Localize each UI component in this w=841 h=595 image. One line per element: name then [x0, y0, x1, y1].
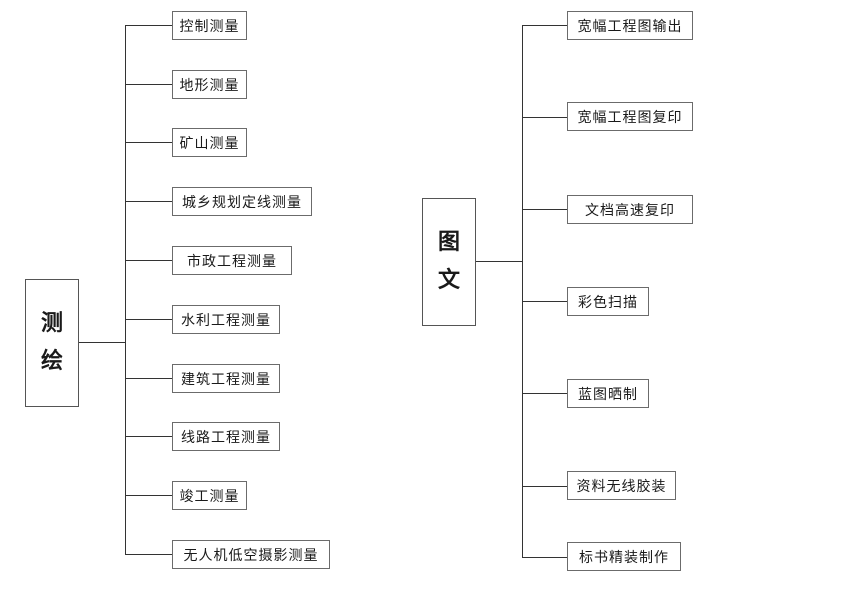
- connector-branch: [522, 301, 567, 302]
- node-label: 城乡规划定线测量: [182, 194, 302, 211]
- root-node-surveying: 测 绘: [25, 279, 79, 407]
- node-wide-format-copy: 宽幅工程图复印: [567, 102, 693, 131]
- connector-branch: [125, 319, 172, 320]
- node-binding: 资料无线胶装: [567, 471, 676, 500]
- connector-branch: [522, 486, 567, 487]
- connector-branch: [125, 201, 172, 202]
- node-label: 宽幅工程图输出: [577, 18, 683, 35]
- connector-branch: [522, 25, 567, 26]
- node-label: 彩色扫描: [578, 294, 638, 311]
- root-char-1: 图: [437, 230, 460, 255]
- connector-branch: [125, 25, 172, 26]
- node-wide-format-output: 宽幅工程图输出: [567, 11, 693, 40]
- node-color-scan: 彩色扫描: [567, 287, 649, 316]
- connector-branch: [522, 557, 567, 558]
- trunk-line: [125, 25, 126, 554]
- node-label: 建筑工程测量: [181, 371, 271, 388]
- node-mine-survey: 矿山测量: [172, 128, 247, 157]
- connector-root: [79, 342, 126, 343]
- node-label: 资料无线胶装: [576, 478, 667, 495]
- connector-branch: [125, 84, 172, 85]
- root-node-graphics: 图 文: [422, 198, 476, 326]
- node-label: 竣工测量: [179, 488, 240, 505]
- connector-branch: [125, 495, 172, 496]
- connector-branch: [125, 436, 172, 437]
- node-tender-binding: 标书精装制作: [567, 542, 681, 571]
- node-topographic-survey: 地形测量: [172, 70, 247, 99]
- connector-branch: [125, 260, 172, 261]
- node-control-survey: 控制测量: [172, 11, 247, 40]
- node-high-speed-copy: 文档高速复印: [567, 195, 693, 224]
- node-blueprint: 蓝图晒制: [567, 379, 649, 408]
- node-label: 水利工程测量: [181, 312, 271, 329]
- node-label: 地形测量: [179, 77, 240, 94]
- node-drone-survey: 无人机低空摄影测量: [172, 540, 330, 569]
- node-label: 市政工程测量: [187, 253, 277, 270]
- connector-branch: [125, 378, 172, 379]
- connector-branch: [125, 554, 172, 555]
- connector-branch: [522, 209, 567, 210]
- node-label: 控制测量: [179, 18, 240, 35]
- node-construction-survey: 建筑工程测量: [172, 364, 280, 393]
- node-label: 文档高速复印: [585, 202, 675, 219]
- connector-root: [476, 261, 523, 262]
- node-label: 宽幅工程图复印: [577, 109, 683, 126]
- node-label: 线路工程测量: [181, 429, 271, 446]
- node-label: 矿山测量: [179, 135, 240, 152]
- connector-branch: [522, 393, 567, 394]
- node-label: 蓝图晒制: [578, 386, 638, 403]
- node-hydraulic-survey: 水利工程测量: [172, 305, 280, 334]
- node-label: 无人机低空摄影测量: [183, 547, 319, 564]
- trunk-line: [522, 25, 523, 558]
- node-route-survey: 线路工程测量: [172, 422, 280, 451]
- root-char-1: 测: [40, 311, 63, 336]
- connector-branch: [522, 117, 567, 118]
- node-label: 标书精装制作: [579, 549, 669, 566]
- root-char-2: 文: [437, 268, 460, 293]
- root-char-2: 绘: [40, 349, 63, 374]
- node-completion-survey: 竣工测量: [172, 481, 247, 510]
- node-municipal-survey: 市政工程测量: [172, 246, 292, 275]
- node-urban-planning-survey: 城乡规划定线测量: [172, 187, 312, 216]
- connector-branch: [125, 142, 172, 143]
